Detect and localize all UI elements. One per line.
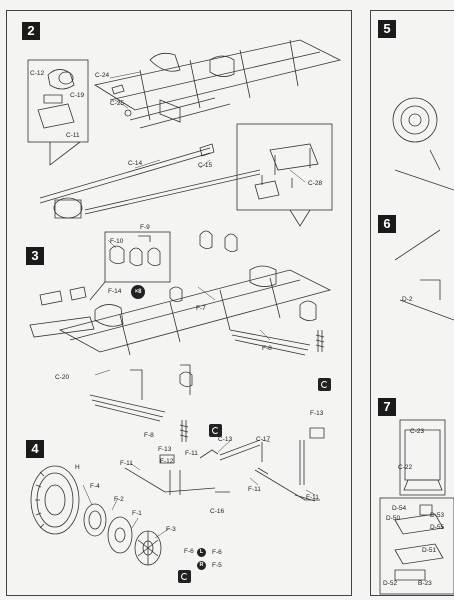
part-label: C-20 xyxy=(55,374,70,381)
part-label: C-23 xyxy=(410,428,425,435)
rotate-icon xyxy=(178,570,191,583)
step-4-badge: 4 xyxy=(26,440,44,458)
part-label: C-12 xyxy=(30,70,45,77)
part-label: F-14 xyxy=(108,288,122,295)
part-label: F-7 xyxy=(196,305,206,312)
part-label: F-2 xyxy=(114,496,124,503)
step-3-badge: 3 xyxy=(26,247,44,265)
part-label: D-50 xyxy=(386,515,401,522)
part-label: F-11 xyxy=(185,450,198,457)
left-side-mark: L xyxy=(197,548,206,557)
part-label: B-23 xyxy=(418,580,432,587)
step-3-chassis-drawing xyxy=(29,230,332,442)
part-label: C-25 xyxy=(110,100,125,107)
part-label: F-11 xyxy=(120,460,133,467)
part-label: D-53 xyxy=(430,512,445,519)
part-label: F-12 xyxy=(160,458,174,465)
part-label: F-6 xyxy=(184,548,194,555)
step-5-badge: 5 xyxy=(378,20,396,38)
step-2-chassis-drawing xyxy=(27,39,342,227)
part-label: F-13 xyxy=(310,410,324,417)
part-label: C-11 xyxy=(66,132,80,139)
step-2-badge: 2 xyxy=(22,22,40,40)
right-panel-frame xyxy=(370,10,454,596)
part-label: C-24 xyxy=(95,72,110,79)
part-label: C-16 xyxy=(210,508,225,515)
rotate-icon xyxy=(318,378,331,391)
part-label: D-54 xyxy=(392,505,407,512)
part-label: F-6 xyxy=(212,549,222,556)
step-7-badge: 7 xyxy=(378,398,396,416)
right-side-mark: R xyxy=(197,561,206,570)
rotate-icon xyxy=(209,424,222,437)
part-label: C-15 xyxy=(198,162,213,169)
part-label: H xyxy=(75,464,80,471)
part-label: F-8 xyxy=(144,432,154,439)
part-label: F-5 xyxy=(212,562,222,569)
part-label: C-22 xyxy=(398,464,413,471)
part-label: F-11 xyxy=(248,486,261,493)
part-label: F-1 xyxy=(132,510,142,517)
part-label: F-9 xyxy=(140,224,150,231)
part-label: C-14 xyxy=(128,160,143,167)
part-label: F-8 xyxy=(262,345,272,352)
part-label: C-17 xyxy=(256,436,271,443)
part-label: F-3 xyxy=(166,526,176,533)
right-column-drawings xyxy=(379,97,454,595)
part-label: D-55 xyxy=(430,524,445,531)
part-label: F-4 xyxy=(90,483,100,490)
part-label: D-51 xyxy=(422,547,437,554)
leader-lines xyxy=(82,71,316,539)
part-label: D-52 xyxy=(383,580,398,587)
part-label: F-10 xyxy=(110,238,124,245)
step-4-wheel-drawing xyxy=(30,427,325,566)
step-6-badge: 6 xyxy=(378,215,396,233)
part-label: D-2 xyxy=(402,296,413,303)
part-label: C-28 xyxy=(308,180,323,187)
part-label: F-11 xyxy=(306,494,319,501)
part-label: F-13 xyxy=(158,446,172,453)
main-panel-frame xyxy=(6,10,352,596)
part-label: C-13 xyxy=(218,436,233,443)
part-label: C-19 xyxy=(70,92,85,99)
quantity-multiplier-badge: ×8 xyxy=(131,285,145,299)
